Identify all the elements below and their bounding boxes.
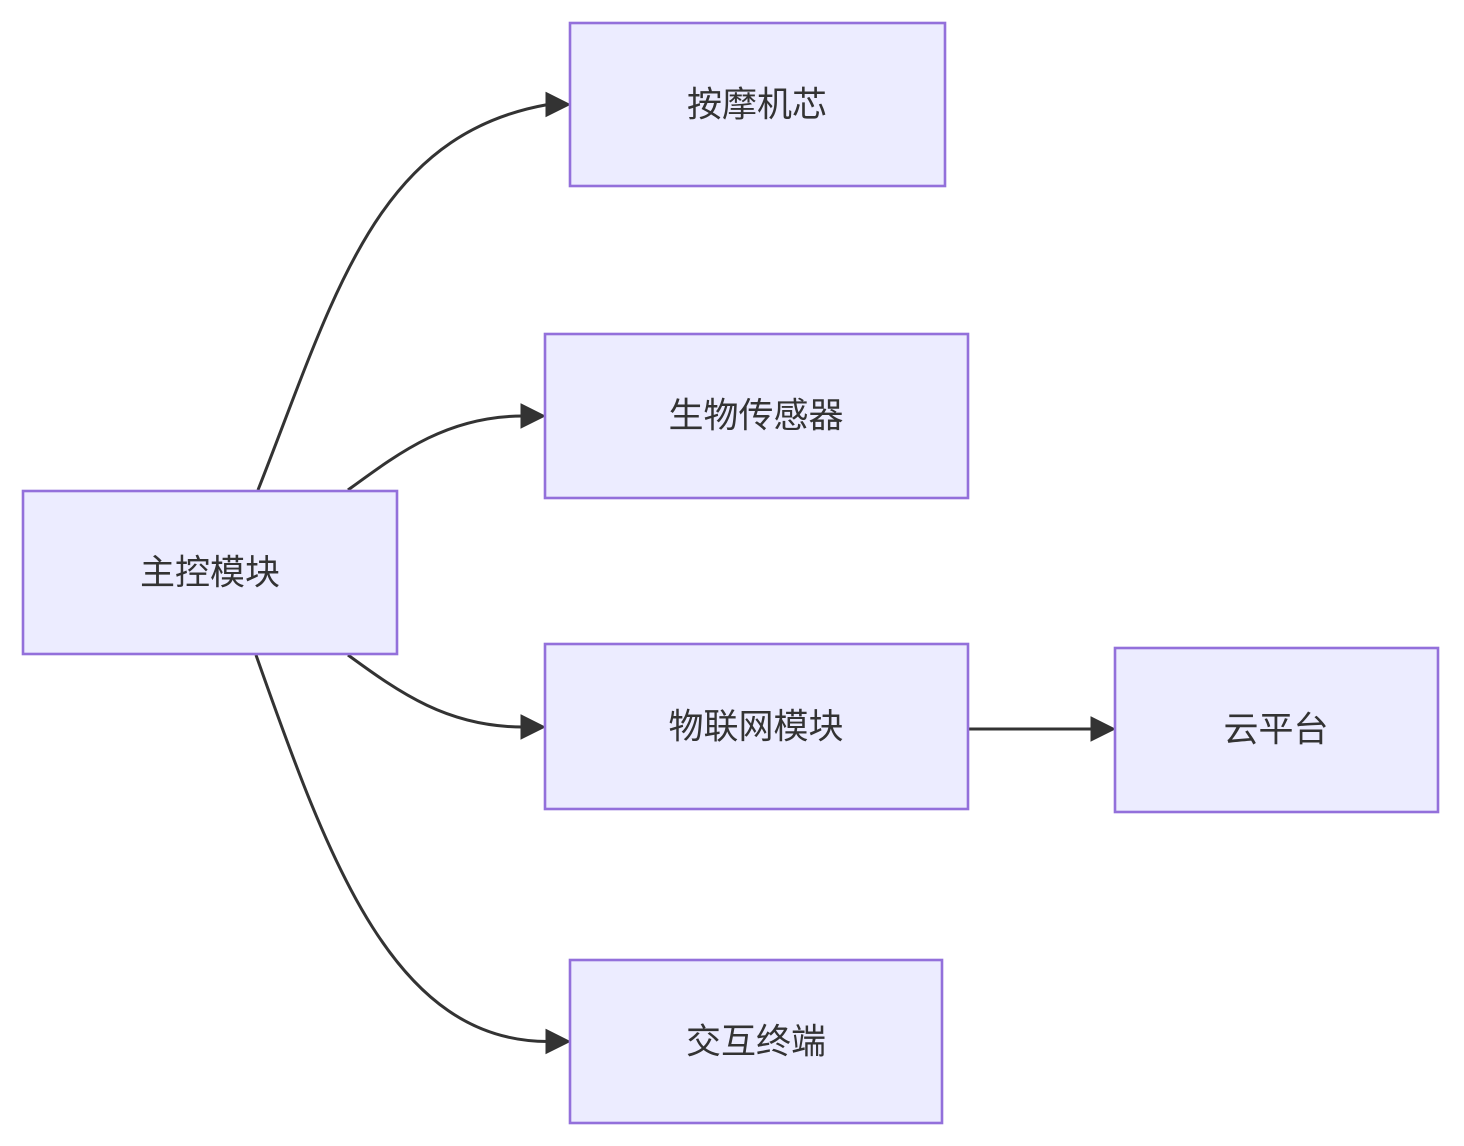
node-biosensor-label: 生物传感器	[668, 397, 843, 436]
node-biosensor: 生物传感器	[543, 332, 970, 500]
node-terminal-box	[568, 958, 944, 1125]
node-main-label: 主控模块	[140, 554, 280, 593]
node-massage-label: 按摩机芯	[687, 86, 827, 125]
node-cloud: 云平台	[1113, 646, 1440, 814]
node-terminal: 交互终端	[568, 958, 944, 1125]
node-cloud-label: 云平台	[1223, 711, 1328, 750]
node-massage: 按摩机芯	[568, 21, 947, 188]
node-main: 主控模块	[21, 489, 399, 656]
node-iot-box	[543, 642, 970, 811]
node-terminal-label: 交互终端	[686, 1023, 826, 1062]
edge-main-to-massage	[256, 91, 572, 491]
edge-line	[256, 103, 549, 491]
node-cloud-box	[1113, 646, 1440, 814]
node-iot: 物联网模块	[543, 642, 970, 811]
edge-iot-to-cloud	[968, 716, 1117, 742]
arrowhead-icon	[545, 1028, 572, 1055]
edge-line	[254, 654, 549, 1043]
node-iot-label: 物联网模块	[668, 708, 843, 747]
edge-line	[347, 653, 524, 729]
edge-main-to-terminal	[254, 654, 572, 1055]
arrowhead-icon	[520, 403, 547, 429]
arrowhead-icon	[1090, 716, 1117, 742]
arrowhead-icon	[545, 91, 572, 118]
arrowhead-icon	[520, 714, 547, 740]
node-main-box	[21, 489, 399, 656]
node-biosensor-box	[543, 332, 970, 500]
node-massage-box	[568, 21, 947, 188]
edge-line	[347, 414, 524, 492]
edge-main-to-biosensor	[347, 403, 547, 492]
edge-main-to-iot	[347, 653, 547, 740]
